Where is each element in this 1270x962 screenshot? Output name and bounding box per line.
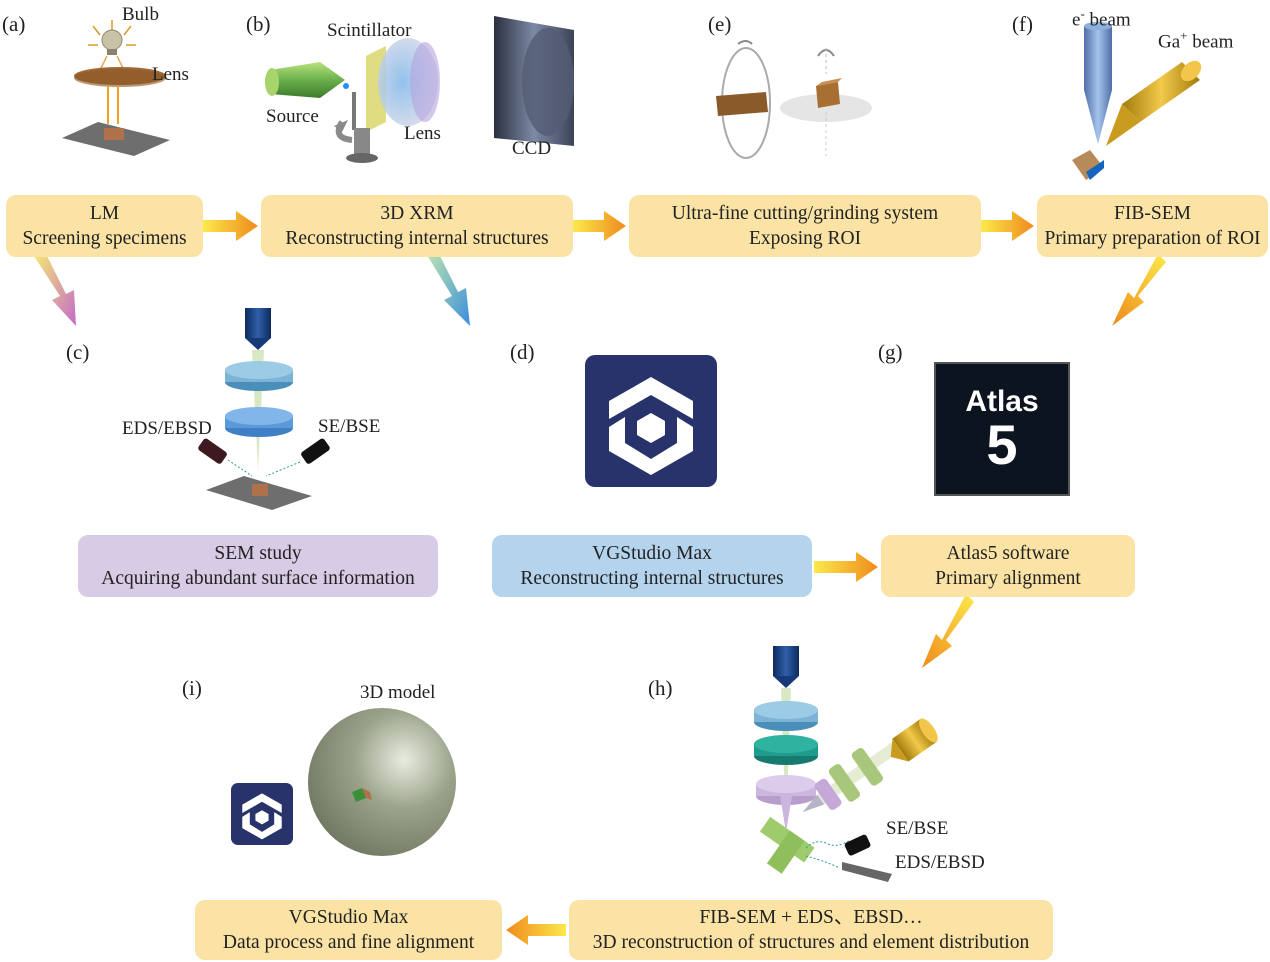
sem-illustration (198, 308, 330, 510)
e-beam-prefix: e (1072, 9, 1081, 31)
panel-label-g: (g) (878, 340, 903, 364)
arrow-atlas-to-fibeds (922, 594, 974, 668)
box-sem-title: SEM study (214, 543, 302, 564)
box-vgstudio-2: VGStudio Max Data process and fine align… (195, 900, 502, 960)
box-xrm: 3D XRM Reconstructing internal structure… (261, 195, 573, 257)
lm-illustration (62, 20, 170, 156)
arrow-xrm-to-cut (573, 211, 626, 241)
lens-label-b: Lens (404, 123, 441, 144)
ga-beam-sup: + (1180, 28, 1188, 43)
arrow-fibeds-to-vg2 (506, 915, 566, 945)
fib-illustration (1072, 22, 1202, 180)
box-cut: Ultra-fine cutting/grinding system Expos… (629, 195, 981, 257)
box-vgstudio-2-title: VGStudio Max (288, 907, 409, 928)
panel-label-i: (i) (182, 676, 202, 700)
eds-ebsd-label-c: EDS/EBSD (122, 418, 212, 439)
box-atlas: Atlas5 software Primary alignment (881, 535, 1135, 597)
model-label: 3D model (360, 682, 436, 703)
panel-label-f: (f) (1012, 12, 1033, 36)
box-lm: LM Screening specimens (6, 195, 203, 257)
fibsem-eds-illustration (754, 646, 938, 882)
panel-label-b: (b) (246, 12, 271, 36)
box-lm-title: LM (89, 203, 120, 224)
arrow-cut-to-fib (981, 211, 1034, 241)
ga-beam-label: Ga+ beam (1158, 28, 1233, 53)
box-vgstudio-1: VGStudio Max Reconstructing internal str… (492, 535, 812, 597)
arrow-fib-to-atlas (1112, 254, 1166, 326)
vgstudio-logo-small-icon (242, 793, 282, 840)
ga-beam-prefix: Ga (1158, 31, 1181, 53)
atlas5-logo: Atlas 5 (934, 362, 1070, 496)
arrow-lm-to-sem (34, 250, 76, 326)
eds-ebsd-label-h: EDS/EBSD (895, 852, 985, 873)
box-vgstudio-1-title: VGStudio Max (592, 543, 712, 564)
cutting-illustration (716, 40, 872, 159)
source-label: Source (266, 106, 319, 127)
box-vgstudio-1-subtitle: Reconstructing internal structures (520, 568, 784, 589)
box-xrm-title: 3D XRM (380, 203, 454, 224)
box-xrm-subtitle: Reconstructing internal structures (285, 228, 549, 249)
vgstudio-logo-icon (609, 377, 693, 475)
box-vgstudio-2-subtitle: Data process and fine alignment (222, 932, 475, 953)
arrow-xrm-to-vg1 (424, 244, 470, 326)
e-beam-sup: - (1080, 6, 1085, 21)
panel-label-h: (h) (648, 676, 673, 700)
box-fib-eds: FIB-SEM + EDS、EBSD… 3D reconstruction of… (569, 900, 1053, 960)
atlas-logo-number: 5 (986, 413, 1018, 476)
box-fib-subtitle: Primary preparation of ROI (1044, 228, 1261, 249)
box-atlas-subtitle: Primary alignment (935, 568, 1081, 589)
box-sem-subtitle: Acquiring abundant surface information (101, 568, 415, 589)
bulb-label: Bulb (122, 4, 159, 25)
lens-label-a: Lens (152, 64, 189, 85)
xrm-illustration (265, 16, 574, 163)
box-lm-subtitle: Screening specimens (22, 228, 187, 249)
se-bse-label-c: SE/BSE (318, 416, 381, 437)
box-cut-title: Ultra-fine cutting/grinding system (671, 203, 939, 224)
box-fib-eds-title: FIB-SEM + EDS、EBSD… (699, 907, 923, 928)
box-cut-subtitle: Exposing ROI (748, 228, 862, 249)
atlas-logo-word: Atlas (965, 385, 1039, 418)
scintillator-label: Scintillator (327, 20, 412, 41)
flow-arrows (34, 211, 1166, 945)
panel-label-a: (a) (2, 12, 26, 36)
box-sem: SEM study Acquiring abundant surface inf… (78, 535, 438, 597)
box-atlas-title: Atlas5 software (946, 543, 1070, 564)
panel-label-e: (e) (708, 12, 732, 36)
e-beam-suffix: beam (1084, 9, 1131, 31)
ccd-label: CCD (512, 138, 552, 159)
panel-label-d: (d) (510, 340, 535, 364)
box-fib: FIB-SEM Primary preparation of ROI (1037, 195, 1268, 257)
panel-label-c: (c) (66, 340, 90, 364)
arrow-vg1-to-atlas (814, 552, 878, 582)
se-bse-label-h: SE/BSE (886, 818, 949, 839)
vgstudio-logo-small (231, 783, 293, 845)
model-sphere (308, 708, 456, 856)
ga-beam-suffix: beam (1187, 31, 1234, 53)
box-fib-title: FIB-SEM (1114, 203, 1191, 224)
arrow-lm-to-xrm (203, 211, 258, 241)
box-fib-eds-subtitle: 3D reconstruction of structures and elem… (592, 932, 1030, 953)
e-beam-label: e- beam (1072, 6, 1131, 31)
vgstudio-logo-large (585, 355, 717, 487)
